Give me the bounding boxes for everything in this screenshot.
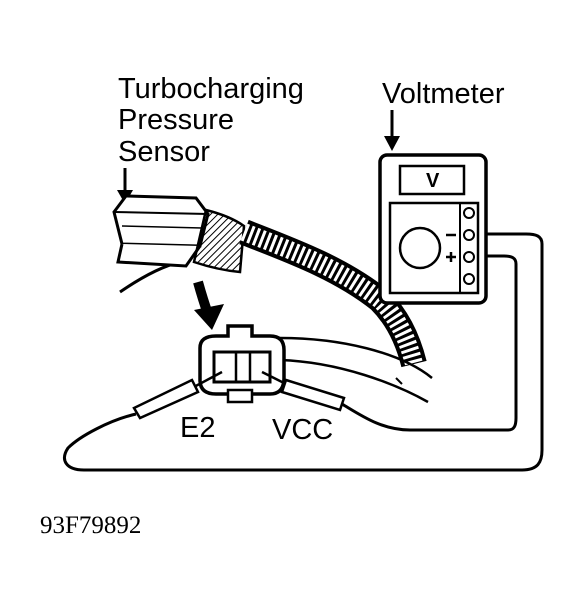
voltmeter-label: Voltmeter <box>382 78 505 110</box>
voltmeter-display-unit: V <box>426 170 440 192</box>
sensor-label-line3: Sensor <box>118 136 210 168</box>
harness-connector <box>198 324 286 404</box>
voltmeter <box>378 153 488 305</box>
test-lead-vcc <box>341 254 518 432</box>
connector-harness <box>279 336 433 404</box>
voltmeter-pointer-arrow <box>384 110 400 151</box>
probe-vcc <box>261 370 346 412</box>
disconnect-arrow <box>193 280 224 330</box>
sensor-label-line2: Pressure <box>118 104 235 136</box>
probe-e2 <box>132 370 223 420</box>
terminal-label-e2: E2 <box>180 412 216 444</box>
figure-id: 93F79892 <box>40 512 142 539</box>
test-lead-e2 <box>63 232 544 472</box>
terminal-label-vcc: VCC <box>272 414 334 446</box>
pressure-sensor <box>112 194 246 294</box>
sensor-harness <box>239 219 427 368</box>
sensor-label-line1: Turbocharging <box>118 73 304 105</box>
